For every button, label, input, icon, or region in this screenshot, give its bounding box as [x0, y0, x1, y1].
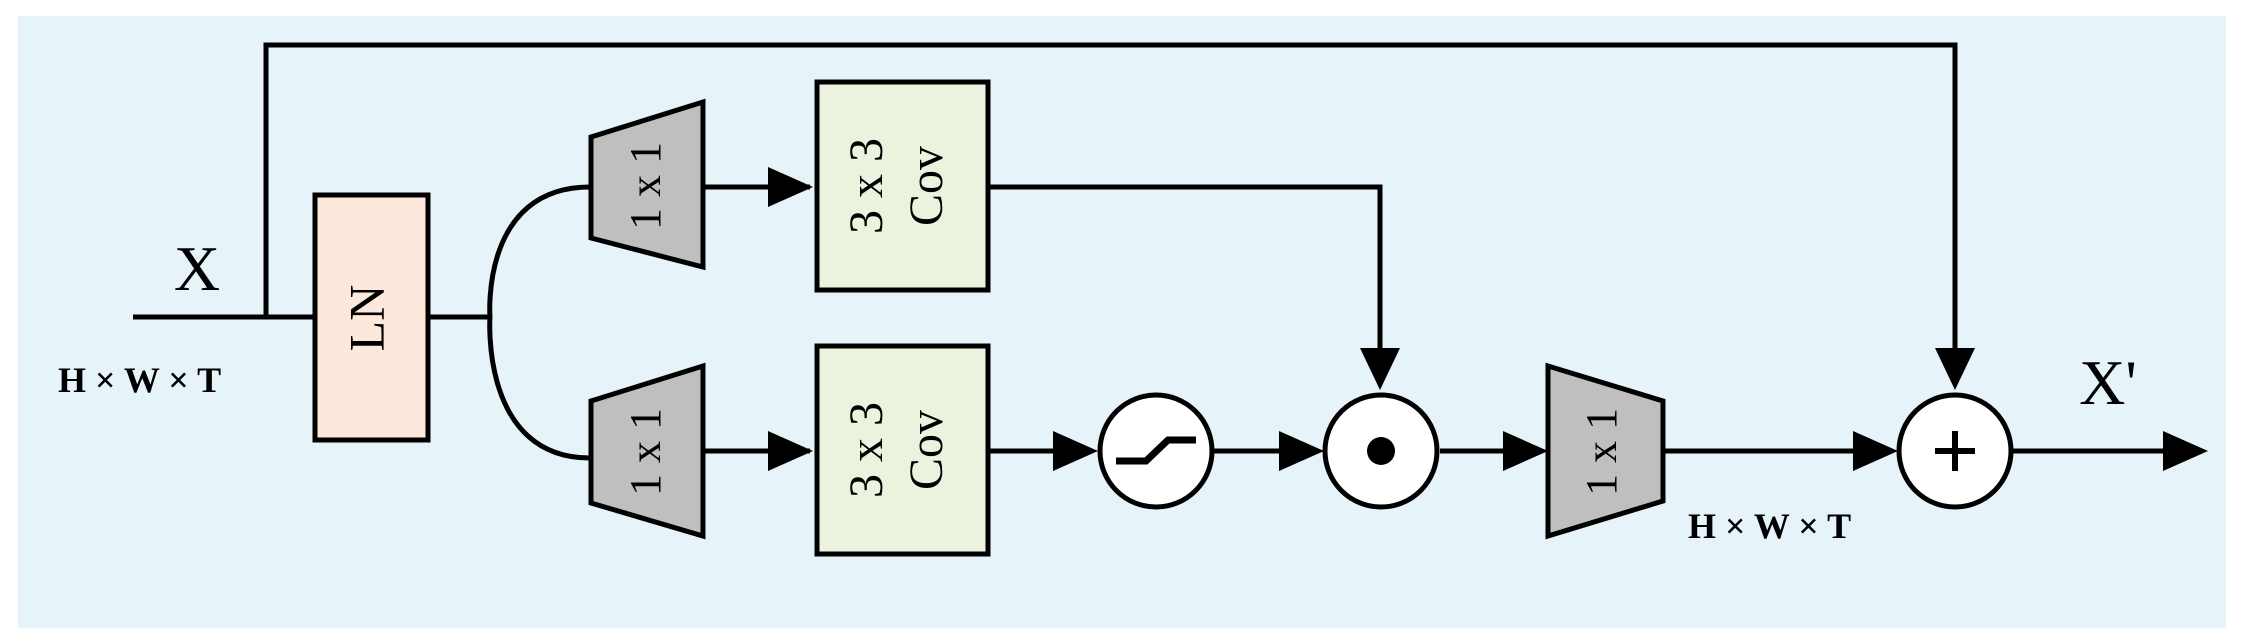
top-conv-label: 3 x 3 Cov — [840, 138, 953, 234]
arrowhead-activation — [1053, 431, 1098, 471]
input-dims-label: H × W × T — [58, 360, 221, 400]
arrowhead-add-top — [1935, 348, 1975, 390]
top-projection-label: 1 x 1 — [621, 142, 670, 230]
bottom-projection-label: 1 x 1 — [621, 408, 670, 496]
elementwise-add-icon — [1935, 431, 1975, 471]
arrowhead-add — [1853, 431, 1898, 471]
output-label: X' — [2079, 347, 2137, 418]
top-conv-label-line2: Cov — [900, 146, 953, 226]
top-conv-block — [814, 79, 991, 293]
bottom-conv-label-line1: 3 x 3 — [840, 402, 893, 498]
arrowhead-multiply-top — [1360, 348, 1400, 390]
top-conv-to-multiply-line — [988, 184, 1383, 378]
step-activation-icon — [1116, 436, 1196, 465]
top-projection-block — [588, 98, 706, 271]
bottom-conv-label: 3 x 3 Cov — [840, 402, 953, 498]
layer-norm-label: LN — [338, 285, 394, 352]
elementwise-multiply-icon — [1367, 437, 1395, 465]
residual-skip-line — [263, 42, 1958, 378]
output-projection-label: 1 x 1 — [1577, 408, 1626, 496]
bottom-projection-block — [588, 362, 706, 540]
arrowhead-bottom-conv — [768, 431, 813, 471]
layer-norm-block — [312, 192, 431, 443]
input-label: X — [174, 233, 220, 304]
output-dims-label: H × W × T — [1688, 506, 1851, 546]
arrowhead-multiply — [1279, 431, 1324, 471]
arrowhead-top-conv — [768, 167, 813, 207]
branch-fork-curve — [487, 184, 591, 461]
arrowhead-output — [2163, 431, 2208, 471]
output-projection-block — [1545, 362, 1666, 540]
bottom-conv-label-line2: Cov — [900, 410, 953, 490]
arrowhead-proj-out — [1503, 431, 1548, 471]
top-conv-label-line1: 3 x 3 — [840, 138, 893, 234]
bottom-conv-block — [814, 343, 991, 557]
